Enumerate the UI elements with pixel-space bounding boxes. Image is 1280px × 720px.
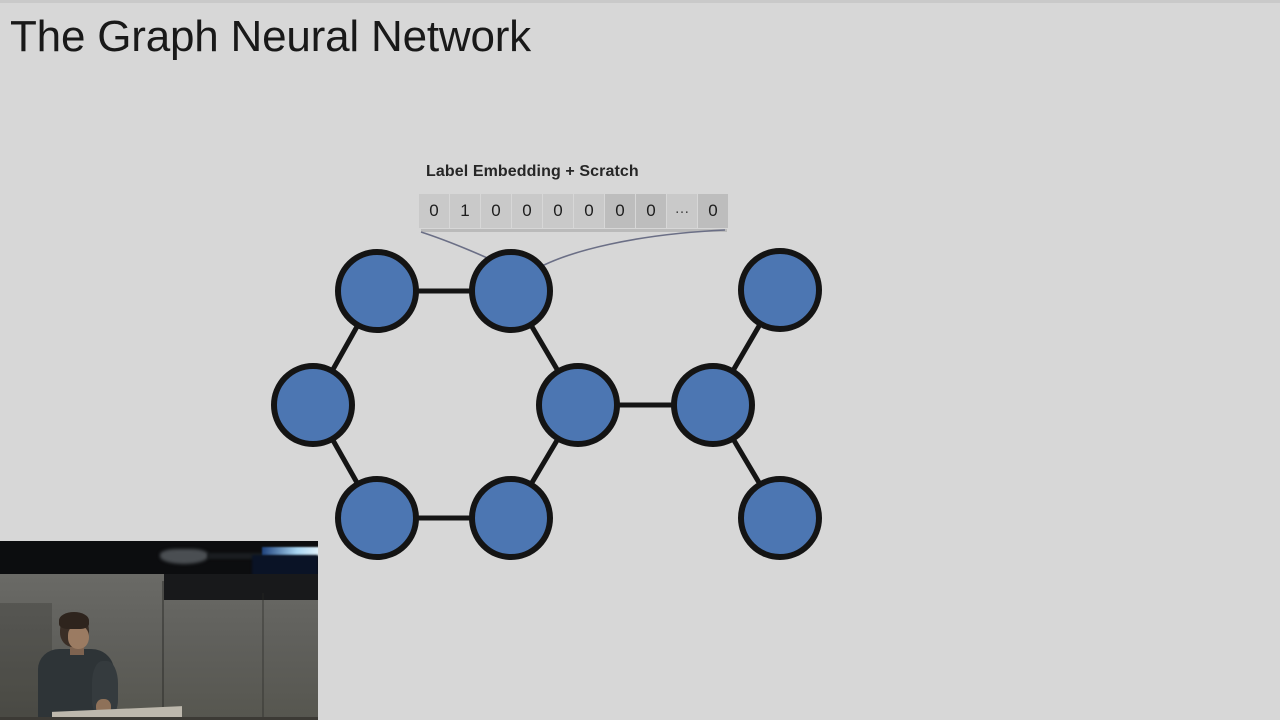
embedding-cell: 0 [512, 194, 542, 228]
stage-wall-shadow [164, 574, 318, 600]
label-embedding-vector: 0 1 0 0 0 0 0 0 … 0 [419, 194, 728, 228]
graph-node-top-left[interactable] [335, 249, 419, 333]
video-inset-edge [318, 541, 320, 720]
graph-nodes [271, 248, 822, 560]
graph-node-top-right[interactable] [738, 248, 822, 332]
speaker-hair [59, 612, 89, 629]
embedding-cell: 0 [605, 194, 635, 228]
embedding-cell-ellipsis: … [667, 194, 697, 228]
graph-edge [310, 403, 380, 520]
callout-line-left [420, 231, 506, 267]
graph-edge [710, 403, 783, 520]
speaker-neck [70, 644, 84, 655]
ceiling-light-icon [160, 549, 208, 564]
graph-node-mid-left[interactable] [271, 363, 355, 447]
graph-node-mid-center[interactable] [536, 363, 620, 447]
graph-edge [508, 289, 581, 407]
graph-edge [310, 289, 380, 407]
graph-node-bottom-left[interactable] [335, 476, 419, 560]
graph-node-bottom-center[interactable] [469, 476, 553, 560]
speaker-video-inset[interactable] [0, 541, 318, 720]
speaker-face [68, 625, 89, 649]
embedding-cell: 0 [419, 194, 449, 228]
slide-top-edge [0, 0, 1280, 3]
graph-node-mid-right[interactable] [671, 363, 755, 447]
ceiling-rail [208, 553, 268, 559]
embedding-cell: 0 [574, 194, 604, 228]
embedding-cell: 0 [636, 194, 666, 228]
podium-shadow [0, 717, 318, 720]
embedding-cell: 0 [698, 194, 728, 228]
wall-seam [162, 581, 164, 720]
embedding-cell: 0 [543, 194, 573, 228]
page-title: The Graph Neural Network [10, 12, 531, 61]
embedding-caption: Label Embedding + Scratch [426, 163, 639, 180]
graph-edge [508, 403, 581, 520]
embedding-vector-shadow [421, 229, 727, 232]
wall-seam [262, 593, 264, 720]
projector-screen-glow [262, 547, 318, 556]
embedding-cell: 1 [450, 194, 480, 228]
graph-edges [310, 288, 783, 521]
callout-lines [420, 229, 726, 273]
graph-node-top-center[interactable] [469, 249, 553, 333]
callout-line-right [530, 229, 726, 273]
embedding-cell: 0 [481, 194, 511, 228]
graph-node-bottom-right[interactable] [738, 476, 822, 560]
graph-edge [710, 288, 783, 407]
